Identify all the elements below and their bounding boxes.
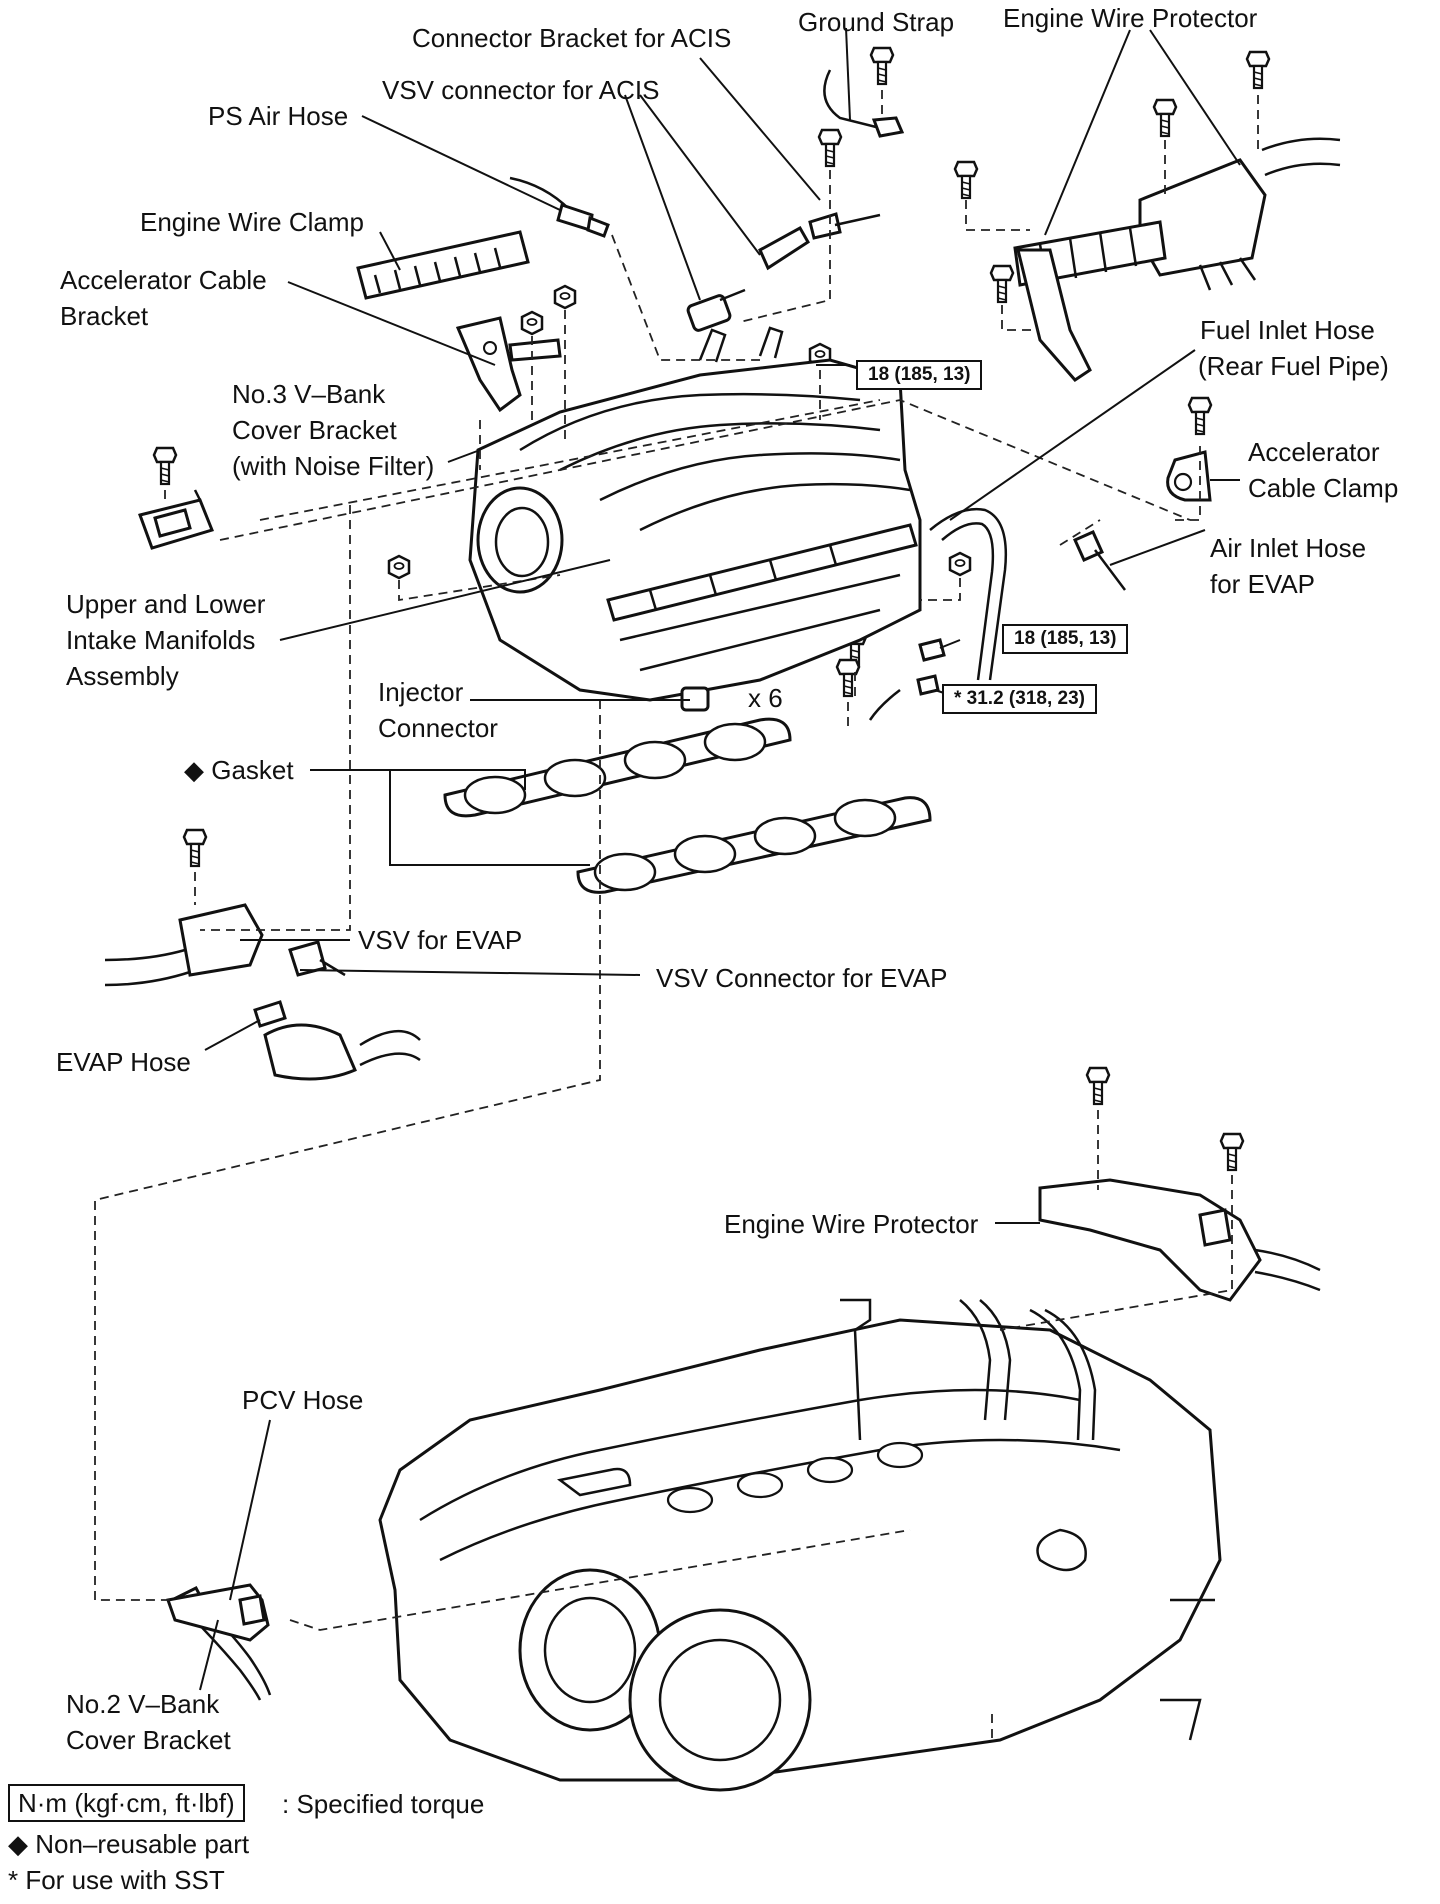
label-gasket: ◆ Gasket (184, 755, 294, 785)
air-inlet-hose-evap-part (1073, 530, 1126, 591)
label-no3-vbank-line2: Cover Bracket (232, 415, 397, 445)
label-engine-wire-protector-top: Engine Wire Protector (1003, 3, 1258, 33)
intake-manifold-assembly-part (468, 326, 922, 702)
leader-lines (199, 27, 1241, 1691)
legend-sst: * For use with SST (8, 1865, 225, 1895)
label-vsv-connector-evap: VSV Connector for EVAP (656, 963, 948, 993)
gasket-parts (443, 717, 932, 894)
label-air-inlet-hose-line2: for EVAP (1210, 569, 1316, 599)
vsv-connector-acis-part (686, 288, 746, 332)
acis-connector-bracket-part (758, 212, 881, 271)
accelerator-cable-bracket-part (455, 316, 562, 413)
label-engine-wire-clamp: Engine Wire Clamp (140, 207, 364, 237)
label-manifold-line3: Assembly (66, 661, 179, 691)
label-connector-bracket-acis: Connector Bracket for ACIS (412, 23, 732, 53)
engine-block-part (378, 1298, 1222, 1792)
ground-strap-part (823, 69, 905, 138)
engine-wire-protector-bottom-part (1038, 1178, 1321, 1302)
label-manifold-line2: Intake Manifolds (66, 625, 256, 655)
label-no2-vbank-line2: Cover Bracket (66, 1725, 231, 1755)
label-evap-hose: EVAP Hose (56, 1047, 191, 1077)
assembly-dashed-lines (94, 90, 1259, 1740)
torque-spec-box-sst: * 31.2 (318, 23) (942, 684, 1097, 714)
label-vsv-evap: VSV for EVAP (358, 925, 523, 955)
label-accelerator-cable-clamp-line2: Cable Clamp (1248, 473, 1399, 503)
no3-vbank-bracket-part (138, 489, 215, 550)
label-no3-vbank-line1: No.3 V–Bank (232, 379, 386, 409)
label-ground-strap: Ground Strap (798, 7, 955, 37)
label-accelerator-cable-bracket-line1: Accelerator Cable (60, 265, 267, 295)
torque-spec-box: 18 (185, 13) (1002, 624, 1129, 654)
no2-vbank-bracket-part (166, 1583, 270, 1642)
label-no2-vbank-line1: No.2 V–Bank (66, 1689, 220, 1719)
engine-wire-clamp-part (356, 230, 530, 300)
label-ps-air-hose: PS Air Hose (208, 101, 349, 131)
legend-non-reusable: ◆ Non–reusable part (8, 1829, 250, 1859)
engine-wire-protector-top-part (1013, 137, 1341, 382)
ps-air-hose-part (509, 176, 610, 238)
label-fuel-inlet-hose-line1: Fuel Inlet Hose (1200, 315, 1375, 345)
label-accelerator-cable-clamp-line1: Accelerator (1248, 437, 1380, 467)
label-manifold-line1: Upper and Lower (66, 589, 266, 619)
legend-torque-unit-box: N·m (kgf·cm, ft·lbf) (8, 1784, 245, 1822)
vsv-evap-part (104, 903, 421, 1081)
label-engine-wire-protector-bottom: Engine Wire Protector (724, 1209, 979, 1239)
label-accelerator-cable-bracket-line2: Bracket (60, 301, 149, 331)
label-air-inlet-hose-line1: Air Inlet Hose (1210, 533, 1367, 563)
accelerator-cable-clamp-part (1166, 450, 1212, 502)
label-no3-vbank-line3: (with Noise Filter) (232, 451, 435, 481)
rear-fuel-pipe-fittings (868, 638, 946, 721)
legend-torque-unit-desc: : Specified torque (282, 1789, 485, 1819)
label-times-six: x 6 (748, 683, 783, 713)
label-fuel-inlet-hose-line2: (Rear Fuel Pipe) (1198, 351, 1389, 381)
torque-spec-box: 18 (185, 13) (856, 360, 983, 390)
label-pcv-hose: PCV Hose (242, 1385, 364, 1415)
label-injector-connector-line1: Injector (378, 677, 464, 707)
label-injector-connector-line2: Connector (378, 713, 498, 743)
label-vsv-connector-acis: VSV connector for ACIS (382, 75, 660, 105)
